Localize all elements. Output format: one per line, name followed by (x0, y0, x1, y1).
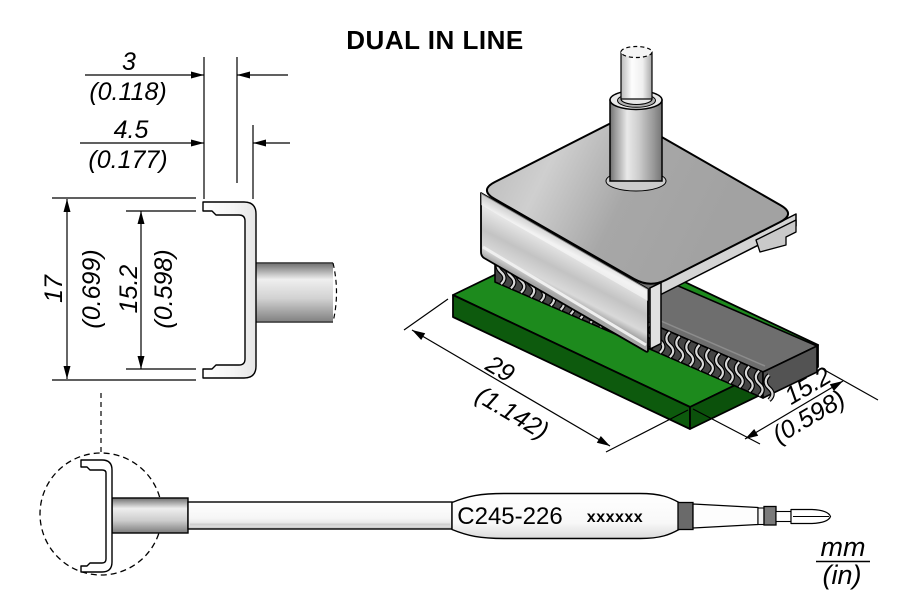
units-mm: mm (821, 532, 866, 562)
dim29-in: (1.142) (471, 381, 553, 445)
dim45-in: (0.177) (88, 146, 167, 174)
side-section-view: 3 (0.118) 4.5 (0.177) 17 (0.699) 15.2 (0… (40, 48, 338, 381)
dim152-arrow-top (137, 211, 145, 224)
dim152iso-arrow-left (745, 429, 759, 439)
cartridge-band (677, 501, 694, 531)
dim17-mm: 17 (40, 274, 68, 303)
cartridge-tip-bracket (80, 459, 113, 573)
heater-rod-break-ellipse (620, 45, 653, 59)
dim152iso-extension-lines (692, 367, 879, 445)
dim3-in: (0.118) (89, 78, 166, 106)
dim29-arrow-right (596, 436, 610, 446)
dim45-arrow-right (253, 139, 266, 147)
cartridge-neck (692, 503, 759, 529)
dim152-arrow-bottom (137, 356, 145, 369)
dim17-in: (0.699) (78, 249, 106, 328)
flange-lip-highlight (482, 245, 647, 347)
tip-stem (775, 510, 792, 523)
heater-rod (620, 51, 653, 100)
shaft-side (254, 263, 333, 322)
units-legend: mm (in) (816, 532, 870, 590)
dim29-arrow-left (412, 330, 426, 340)
clamp-front-flange (480, 192, 649, 353)
units-in: (in) (823, 560, 862, 590)
dim3-arrow-left (191, 71, 204, 79)
shaft-break-line (332, 262, 338, 323)
dim17-arrow-top (63, 199, 71, 212)
dim29-extension-lines (403, 298, 689, 453)
heater-rod-base (620, 98, 653, 106)
serial-marking: xxxxxx (587, 509, 643, 526)
dim152iso-arrow-right (829, 381, 843, 391)
neck-step (757, 507, 765, 526)
back-flange-lip (755, 219, 797, 253)
dim45-arrow-left (191, 139, 204, 147)
dim17-arrow-bottom (63, 366, 71, 379)
extension-lines-top (203, 57, 254, 199)
flange-end-face (649, 281, 662, 350)
tip-cross-section (202, 201, 257, 379)
cartridge-side-view: C245-226 xxxxxx (39, 393, 832, 576)
iso-assembly-view: 29 (1.142) 15.2 (0.598) (403, 45, 879, 453)
dim152iso-line (744, 380, 844, 440)
cylinder-body (609, 99, 663, 182)
model-number: C245-226 (457, 503, 562, 530)
extension-lines-left (52, 197, 196, 381)
dim45-mm: 4.5 (114, 116, 149, 144)
dim3-arrow-right (237, 71, 250, 79)
shaft-edges (254, 262, 333, 323)
dim3-mm: 3 (122, 48, 136, 76)
flange-bend-highlight (481, 193, 648, 301)
dim152-mm: 15.2 (115, 265, 143, 314)
page-title: DUAL IN LINE (346, 25, 523, 55)
cartridge-collar (111, 497, 189, 534)
tip-collar (763, 505, 777, 526)
clamp-tip (480, 45, 797, 353)
dim152-in: (0.598) (150, 249, 178, 328)
dim29-line (411, 329, 611, 447)
